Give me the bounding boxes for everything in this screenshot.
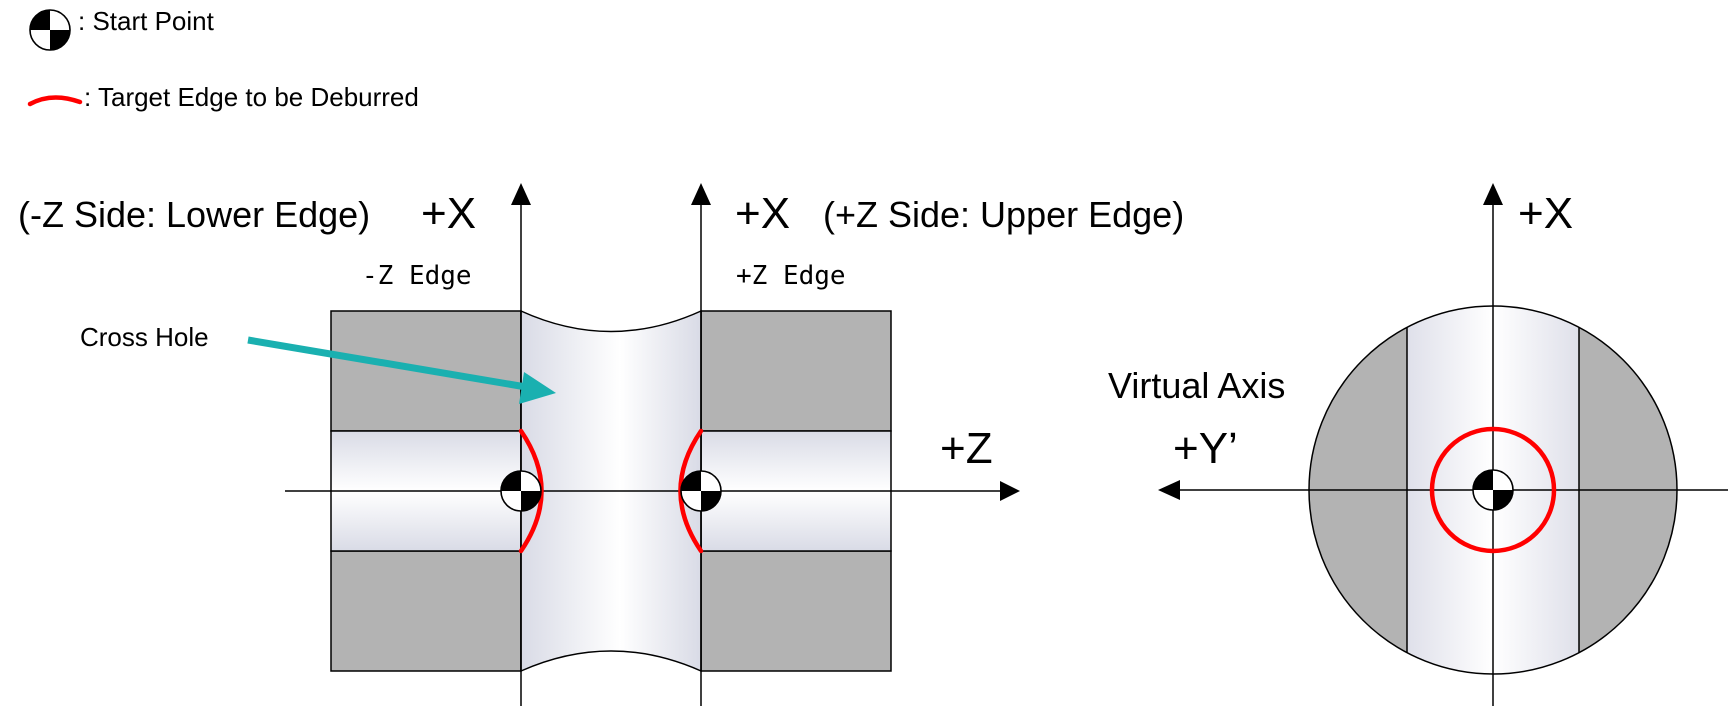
- end-view-target-edge: [1429, 426, 1557, 554]
- minus-z-x-axis-label: +X: [421, 189, 476, 238]
- end-view-start-point-icon: [1472, 469, 1514, 511]
- start-point-plus-z-icon: [680, 470, 722, 512]
- minus-z-heading: (-Z Side: Lower Edge): [18, 194, 370, 235]
- target-edge-legend-icon: [27, 95, 83, 107]
- minus-z-edge-label: -Z Edge: [362, 261, 472, 291]
- end-view-x-axis-label: +X: [1518, 189, 1573, 238]
- legend: : Start Point : Target Edge to be Deburr…: [27, 6, 419, 112]
- cross-hole-label: Cross Hole: [80, 322, 209, 352]
- start-point-minus-z-icon: [500, 470, 542, 512]
- block-lower-right: [700, 550, 892, 672]
- target-edge-legend-label: : Target Edge to be Deburred: [84, 82, 419, 112]
- x-axis-arrowhead-plus-z: [691, 183, 711, 205]
- cross-hole-arrow-shaft: [247, 336, 533, 392]
- side-view: (-Z Side: Lower Edge) +X +X (+Z Side: Up…: [18, 183, 1184, 706]
- start-point-legend-icon: [29, 9, 71, 51]
- virtual-axis-label: Virtual Axis: [1108, 365, 1285, 406]
- x-axis-arrowhead-minus-z: [511, 183, 531, 205]
- z-axis-label: +Z: [940, 424, 993, 473]
- start-point-legend-label: : Start Point: [78, 6, 215, 36]
- z-axis-arrowhead: [1000, 481, 1020, 501]
- y-axis-label: +Y’: [1173, 424, 1238, 473]
- plus-z-heading: (+Z Side: Upper Edge): [823, 194, 1184, 235]
- end-view: +X Virtual Axis +Y’: [1108, 183, 1728, 706]
- end-view-x-axis-arrowhead: [1483, 183, 1503, 205]
- block-lower-left: [330, 550, 522, 672]
- plus-z-x-axis-label: +X: [735, 189, 790, 238]
- plus-z-edge-label: +Z Edge: [736, 261, 846, 291]
- y-axis-arrowhead: [1158, 480, 1180, 500]
- block-upper-right: [700, 310, 892, 432]
- cross-hole-arrowhead: [519, 372, 556, 404]
